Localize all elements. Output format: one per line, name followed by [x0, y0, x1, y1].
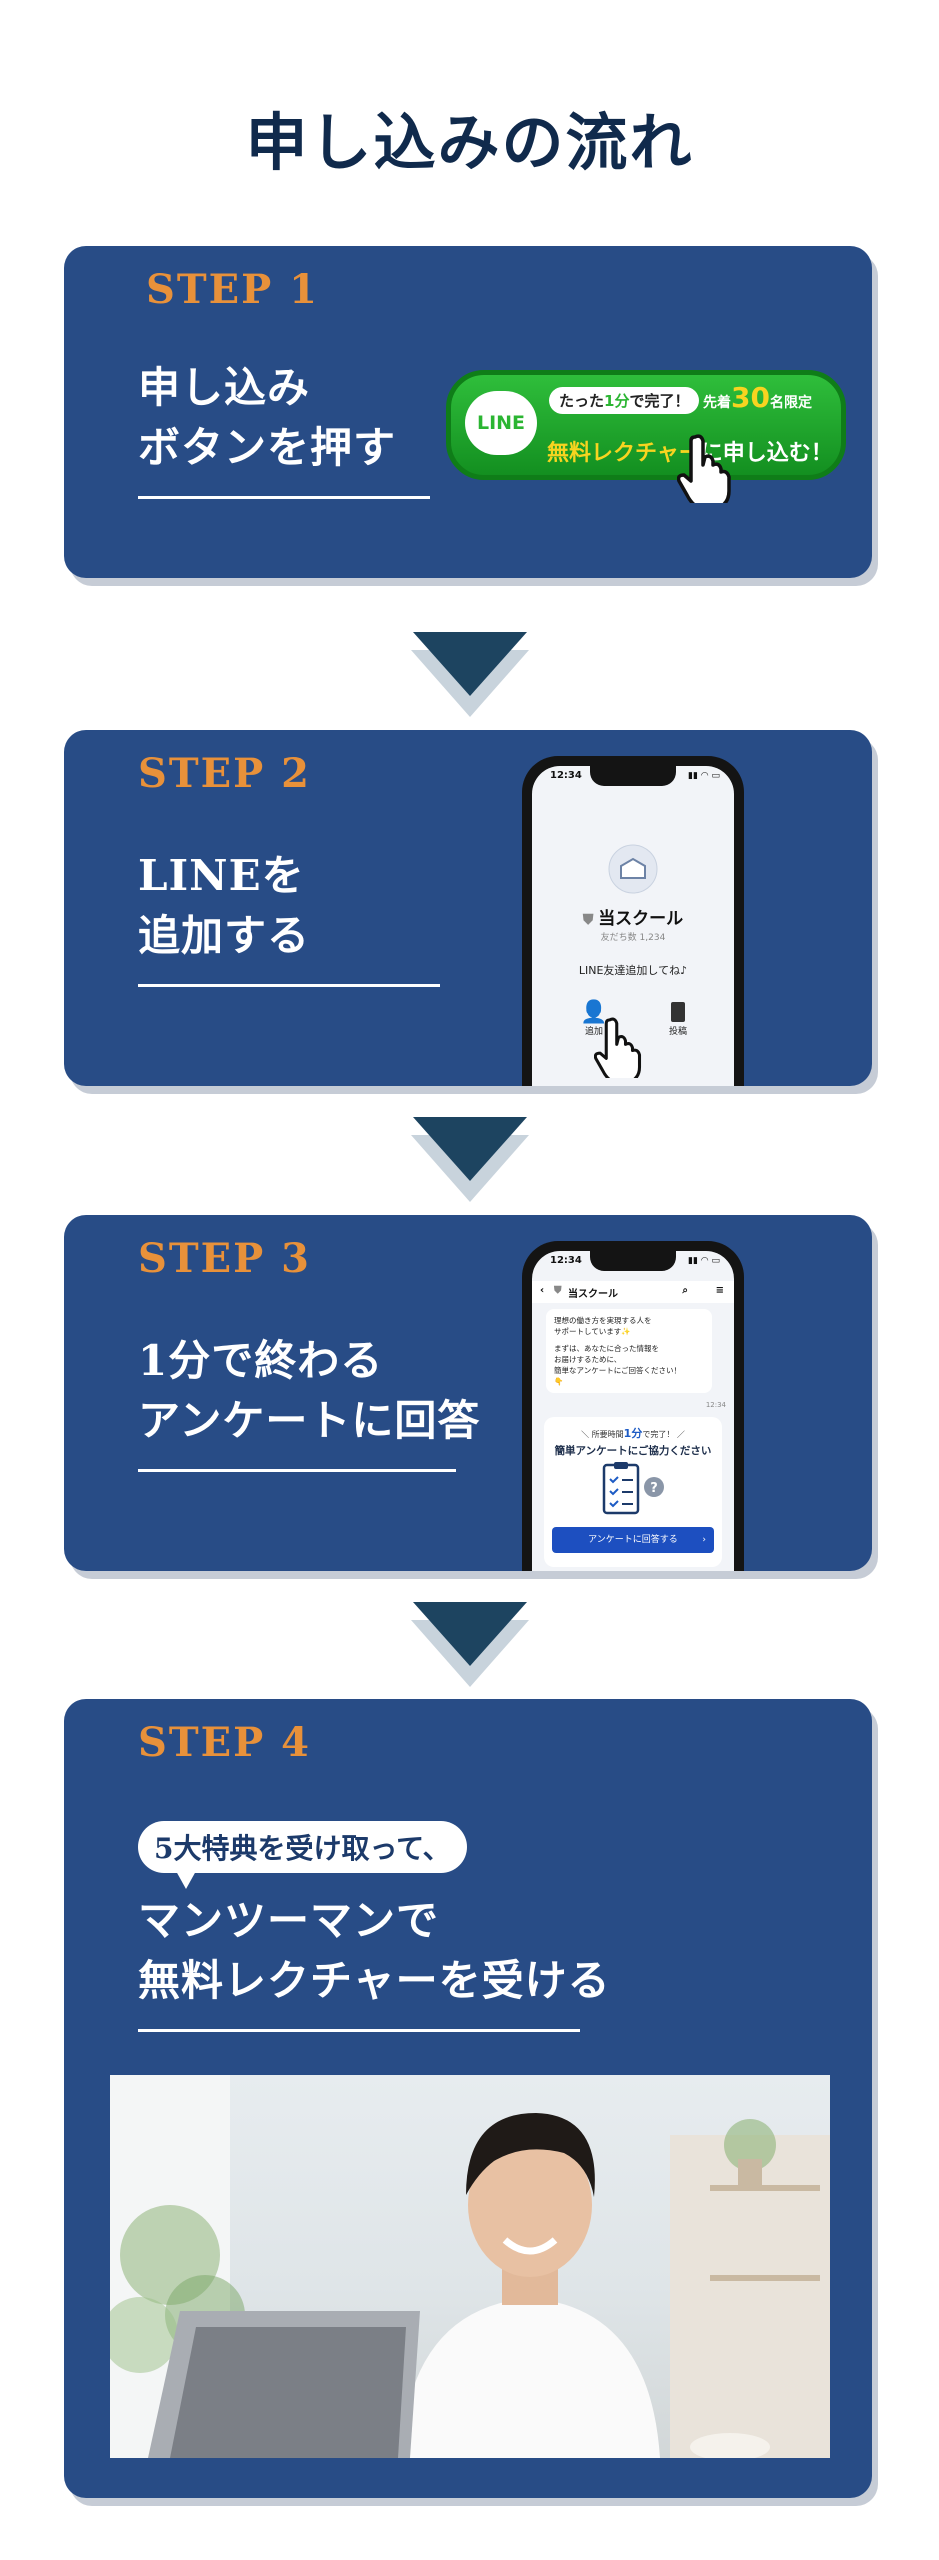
status-icons: ▮▮ ◠ ▭ [688, 1256, 720, 1266]
step-3-heading-line-2: アンケートに回答 [138, 1396, 481, 1445]
step-4-heading: マンツーマンで 無料レクチャーを受ける [138, 1891, 611, 2011]
step-1-heading-line-2: ボタンを押す [138, 423, 397, 472]
tap-hand-icon [594, 1017, 642, 1078]
post-button[interactable]: 投稿 [658, 1002, 698, 1037]
limit-number: 30 [731, 381, 770, 414]
step-1-underline [138, 496, 430, 499]
cta-highlight: 無料レクチャー [547, 441, 701, 466]
chat-header: ‹ ⛊ 当スクール ⌕ ≡ [532, 1281, 734, 1303]
down-arrow-icon [411, 632, 529, 717]
chevron-right-icon: › [702, 1535, 706, 1545]
message-time: 12:34 [705, 1401, 726, 1409]
page-title: 申し込みの流れ [245, 106, 694, 179]
down-arrow-icon [411, 1117, 529, 1202]
step-4-label: STEP 4 [138, 1719, 311, 1766]
step-4-heading-line-1: マンツーマンで [138, 1896, 440, 1945]
person-add-icon: 👤 [580, 1000, 608, 1025]
add-friend-prompt: LINE友達追加してね♪ [578, 964, 688, 977]
step-2-underline [138, 984, 440, 987]
friends-count: 友だち数 1,234 [600, 933, 666, 943]
step-2-label: STEP 2 [138, 750, 311, 797]
bonus-speech-bubble: 5大特典を受け取って、 [138, 1821, 467, 1889]
account-name-text: 当スクール [598, 909, 684, 929]
status-icons: ▮▮ ◠ ▭ [688, 771, 720, 781]
status-time: 12:34 [550, 1255, 582, 1266]
step-1-heading: 申し込み ボタンを押す [138, 358, 396, 478]
add-label: 追加 [584, 1027, 603, 1037]
bubble-post: で完了！ [629, 392, 690, 410]
msg-line: まずは、あなたに合った情報を [554, 1344, 659, 1353]
survey-button-label: アンケートに回答する [588, 1535, 678, 1545]
step-3-heading-line-1: 1分で終わる [138, 1336, 384, 1385]
msg-line: 👇 [554, 1377, 564, 1386]
phone-notch [590, 1251, 676, 1271]
shield-icon: ⛊ [582, 912, 599, 928]
msg-line: 簡単なアンケートにご回答ください！ [554, 1366, 682, 1375]
limited-badge: 先着30名限定 [703, 381, 812, 414]
step-1-card: STEP 1 申し込み ボタンを押す LINE たった1分で完了！ 先着30名限… [64, 246, 872, 578]
phone-notch [590, 766, 676, 786]
clipboard-checklist-icon: ? [602, 1462, 664, 1515]
status-time: 12:34 [550, 770, 582, 781]
menu-icon[interactable]: ≡ [715, 1285, 724, 1296]
cta-rest: に申し込む！ [700, 441, 833, 466]
step-3-label: STEP 3 [138, 1235, 311, 1282]
limit-pre: 先着 [703, 395, 731, 411]
post-label: 投稿 [668, 1027, 687, 1037]
down-arrow-icon [411, 1602, 529, 1687]
add-friend-button[interactable]: 👤 追加 [574, 1000, 614, 1038]
svg-text:?: ? [650, 1481, 658, 1496]
step-4-card: STEP 4 5大特典を受け取って、 マンツーマンで 無料レクチャーを受ける [64, 1699, 872, 2498]
survey-card: ＼ 所要時間1分で完了！ ／ 簡単アンケートにご協力ください ? アンケートに回… [544, 1417, 722, 1567]
line-logo-icon: LINE [465, 391, 537, 455]
survey-answer-button[interactable]: アンケートに回答する › [552, 1527, 714, 1553]
step-4-underline [138, 2029, 580, 2032]
step-2-heading-line-2: 追加する [138, 911, 311, 960]
phone-mockup-line-account: 12:34 ▮▮ ◠ ▭ ⛊ 当スクール 友だち数 1,234 LINE友達追加… [522, 756, 744, 1086]
one-minute-bubble: たった1分で完了！ [549, 387, 700, 414]
search-icon[interactable]: ⌕ [682, 1285, 688, 1296]
chat-message: 理想の働き方を実現する人を サポートしています✨ まずは、あなたに合った情報を … [546, 1309, 712, 1393]
bubble-pre: たった [559, 392, 605, 410]
student-laptop-photo [110, 2075, 830, 2458]
account-avatar-icon [608, 844, 658, 894]
step-3-heading: 1分で終わる アンケートに回答 [138, 1331, 480, 1451]
survey-small-pre: 所要時間 [591, 1430, 624, 1439]
step-2-card: STEP 2 LINEを 追加する 12:34 ▮▮ ◠ ▭ ⛊ 当スクール 友… [64, 730, 872, 1086]
step-3-underline [138, 1469, 456, 1472]
step-4-heading-line-2: 無料レクチャーを受ける [138, 1956, 611, 2005]
limit-post: 名限定 [769, 395, 812, 411]
step-3-card: STEP 3 1分で終わる アンケートに回答 12:34 ▮▮ ◠ ▭ ‹ ⛊ … [64, 1215, 872, 1571]
document-icon [671, 1002, 685, 1022]
step-1-heading-line-1: 申し込み [138, 363, 311, 412]
survey-small: ＼ 所要時間1分で完了！ ／ [581, 1427, 685, 1440]
step-2-heading: LINEを 追加する [138, 846, 310, 966]
photo-illustration [110, 2075, 830, 2458]
line-apply-button[interactable]: LINE たった1分で完了！ 先着30名限定 無料レクチャーに申し込む！ [446, 370, 846, 503]
cta-text: 無料レクチャーに申し込む！ [547, 435, 833, 467]
msg-line: サポートしています✨ [554, 1327, 631, 1336]
survey-title: 簡単アンケートにご協力ください [554, 1445, 712, 1457]
msg-line: お届けするために、 [554, 1355, 622, 1364]
survey-small-post: で完了！ [642, 1430, 675, 1439]
msg-line: 理想の働き方を実現する人を [554, 1316, 652, 1325]
step-1-label: STEP 1 [146, 266, 319, 313]
survey-small-num: 1分 [623, 1427, 643, 1440]
bubble-highlight: 1分 [604, 392, 630, 410]
shield-icon: ⛊ [554, 1285, 562, 1296]
pointer-hand-icon [677, 434, 731, 503]
chat-account-name: 当スクール [568, 1289, 618, 1300]
phone-mockup-survey: 12:34 ▮▮ ◠ ▭ ‹ ⛊ 当スクール ⌕ ≡ 理想の働き方を実現する人を… [522, 1241, 744, 1571]
account-name: ⛊ 当スクール [532, 904, 734, 929]
step-2-heading-line-1: LINEを [138, 851, 305, 900]
back-icon[interactable]: ‹ [540, 1285, 545, 1296]
